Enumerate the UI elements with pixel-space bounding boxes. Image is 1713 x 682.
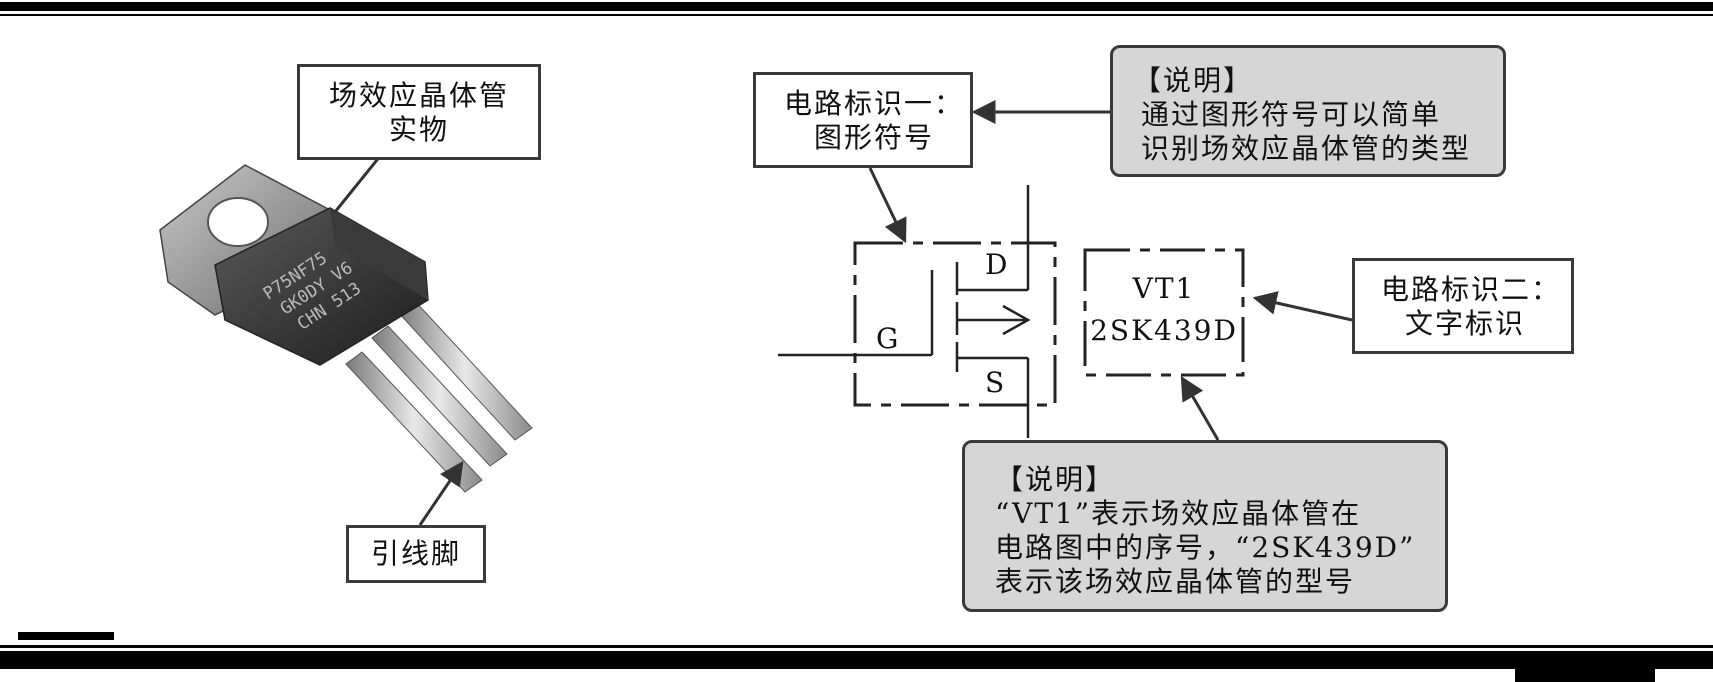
note1-header: 【说明】 [1133,64,1254,97]
note1-line-1: 通过图形符号可以简单 [1141,98,1442,131]
symbol-title-line-1: 电路标识一： [784,87,965,120]
note2-line-3: 表示该场效应晶体管的型号 [995,565,1356,598]
symbol-title-box: 电路标识一： 图形符号 [753,72,973,168]
top-rule-thin [0,14,1713,16]
body-arrow-head [1002,304,1031,336]
bottom-rule-thin [0,645,1713,648]
pin-label-box: 引线脚 [346,525,486,583]
mosfet-symbol [778,185,1057,438]
device-model: 2SK439D [1090,314,1238,347]
source-label: S [985,366,1007,399]
mounting-hole [207,197,269,247]
transistor-photo: P75NF75 GK0DY V6 CHN 513 [159,164,533,493]
pin-label-arrow [418,461,464,526]
bottom-rule [0,651,1713,669]
gate-label: G [876,322,901,355]
note1-line-2: 识别场效应晶体管的类型 [1141,132,1472,165]
text-id-dashed-frame [1083,248,1245,377]
photo-label-box: 场效应晶体管 实物 [297,64,541,160]
bottom-left-mark [18,632,114,640]
transistor-pins [345,299,533,493]
device-name: VT1 [1132,272,1196,305]
bottom-right-block [1515,660,1655,682]
photo-label-leader [333,149,387,213]
text-id-title-box: 电路标识二： 文字标识 [1352,258,1574,354]
pin-label-text: 引线脚 [370,537,461,570]
note2-line-2: 电路图中的序号，“2SK439D” [995,531,1416,564]
note2-header: 【说明】 [995,463,1116,496]
photo-label-line-2: 实物 [388,113,449,146]
note2-line-1: “VT1”表示场效应晶体管在 [995,497,1362,530]
top-rule [0,2,1713,11]
symbol-title-line-2: 图形符号 [814,121,935,154]
note2-box: 【说明】 “VT1”表示场效应晶体管在 电路图中的序号，“2SK439D” 表示… [962,440,1448,612]
symbol-title-arrow [868,167,907,244]
note2-arrow [1180,375,1220,441]
note1-box: 【说明】 通过图形符号可以简单 识别场效应晶体管的类型 [1110,45,1506,177]
text-id-title-line-2: 文字标识 [1405,307,1526,340]
text-id-title-arrow [1252,291,1353,322]
text-id-title-line-1: 电路标识二： [1381,273,1562,306]
drain-label: D [985,248,1010,281]
photo-label-line-1: 场效应晶体管 [328,79,509,112]
